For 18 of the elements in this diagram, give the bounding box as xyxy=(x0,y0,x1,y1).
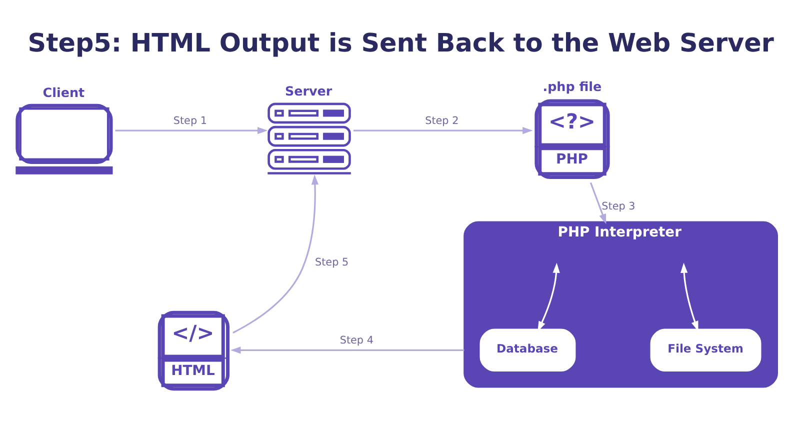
arrow xyxy=(538,262,560,332)
arrow xyxy=(232,174,319,334)
arrow xyxy=(590,182,606,224)
edge-label: Step 5 xyxy=(315,256,349,268)
node-label: Client xyxy=(42,84,85,100)
node-label: Server xyxy=(284,84,332,99)
node-label: .php file xyxy=(542,78,602,94)
node-box: File System xyxy=(650,328,762,372)
edge-label: Step 2 xyxy=(425,114,459,127)
node-box: Database xyxy=(480,328,576,372)
arrow xyxy=(230,346,464,354)
edge-label: Step 1 xyxy=(173,114,207,127)
arrow xyxy=(353,126,533,134)
arrow xyxy=(115,126,268,134)
arrow xyxy=(680,262,698,332)
diagram-title: Step5: HTML Output is Sent Back to the Web Server xyxy=(28,27,774,58)
edge-label: Step 4 xyxy=(340,334,374,346)
edge-label: Step 3 xyxy=(602,200,636,212)
